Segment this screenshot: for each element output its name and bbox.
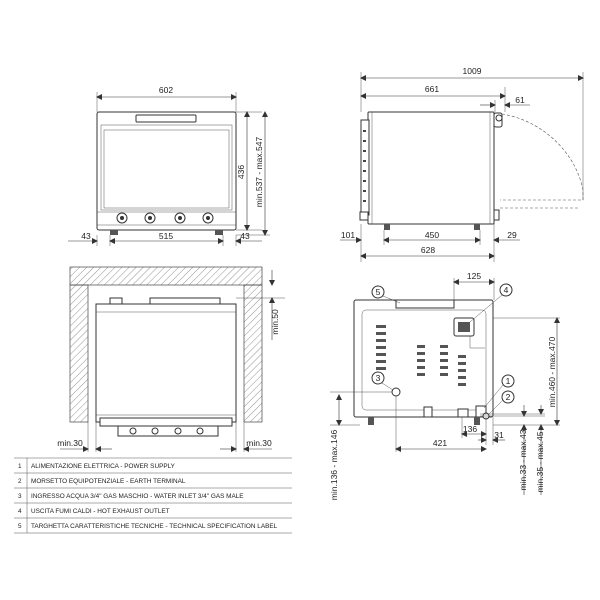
- dim-side-back: 101: [341, 230, 355, 240]
- svg-text:2: 2: [18, 478, 22, 485]
- dim-niche-left: min.30: [57, 438, 83, 448]
- bottom-connector: [423, 406, 433, 418]
- svg-text:MORSETTO EQUIPOTENZIALE - EART: MORSETTO EQUIPOTENZIALE - EARTH TERMINAL: [31, 478, 186, 485]
- dim-back-right-height: min.460 - max.470: [547, 337, 557, 408]
- dim-back-bottom-136: 136: [463, 424, 477, 434]
- svg-text:3: 3: [18, 493, 22, 500]
- svg-text:1: 1: [506, 376, 511, 386]
- door-handle: [135, 114, 197, 123]
- svg-text:5: 5: [376, 287, 381, 297]
- svg-text:INGRESSO ACQUA 3/4" GAS MASCHI: INGRESSO ACQUA 3/4" GAS MASCHIO - WATER …: [31, 493, 244, 500]
- dim-back-feet-a: min.33 - max.43: [518, 429, 528, 490]
- dim-side-handle: 61: [515, 95, 525, 105]
- svg-text:2: 2: [506, 392, 511, 402]
- svg-text:4: 4: [504, 285, 509, 295]
- niche-control-panel: [117, 425, 219, 437]
- oven-side-body: [367, 111, 495, 225]
- dim-front-inner: 515: [159, 231, 173, 241]
- dim-back-bottom-31: 31: [494, 430, 504, 440]
- svg-text:1: 1: [18, 463, 22, 470]
- side-view: 1009 661 61: [340, 66, 584, 262]
- callout-5: 5: [371, 285, 401, 304]
- svg-text:3: 3: [376, 373, 381, 383]
- legend-row: 3 INGRESSO ACQUA 3/4" GAS MASCHIO - WATE…: [18, 493, 244, 500]
- svg-text:5: 5: [18, 523, 22, 530]
- dim-back-feet-b: min.35 - max.45: [535, 431, 545, 492]
- dim-front-side-left: 43: [81, 231, 91, 241]
- callout-3: 3: [371, 371, 394, 391]
- legend-row: 2 MORSETTO EQUIPOTENZIALE - EARTH TERMIN…: [18, 478, 186, 485]
- dim-back-label-pos: 125: [467, 271, 481, 281]
- dim-side-overall: 628: [421, 245, 435, 255]
- svg-text:ALIMENTAZIONE ELETTRICA - POWE: ALIMENTAZIONE ELETTRICA - POWER SUPPLY: [31, 463, 176, 470]
- control-knobs: [116, 212, 214, 224]
- back-view: 125 5 4 3 1 2 min.4: [329, 271, 560, 500]
- front-view: 602 436 min.537 - max.547: [68, 85, 270, 246]
- oven-front-body: [96, 111, 237, 231]
- legend-row: 5 TARGHETTA CARATTERISTICHE TECNICHE - T…: [18, 523, 278, 530]
- dim-front-height: 436: [236, 165, 246, 179]
- callout-4: 4: [469, 283, 513, 323]
- legend-row: 1 ALIMENTAZIONE ELETTRICA - POWER SUPPLY: [18, 463, 176, 470]
- niche-wall-top: [69, 266, 263, 286]
- back-vents-left: [376, 325, 466, 386]
- svg-text:USCITA FUMI CALDI - HOT EXHAUS: USCITA FUMI CALDI - HOT EXHAUST OUTLET: [31, 508, 170, 515]
- water-inlet: [391, 387, 401, 397]
- dim-front-side-right: 43: [240, 231, 250, 241]
- dim-back-bottom-421: 421: [433, 438, 447, 448]
- dim-niche-top: min.50: [270, 309, 280, 335]
- dim-front-width: 602: [159, 85, 173, 95]
- dim-side-depth: 661: [425, 84, 439, 94]
- dim-front-height-feet: min.537 - max.547: [254, 137, 264, 208]
- dim-side-feet: 450: [425, 230, 439, 240]
- power-supply: [475, 405, 487, 418]
- svg-text:TARGHETTA CARATTERISTICHE TECN: TARGHETTA CARATTERISTICHE TECNICHE - TEC…: [31, 523, 278, 530]
- legend-row: 4 USCITA FUMI CALDI - HOT EXHAUST OUTLET: [18, 508, 170, 515]
- callout-1: 1: [483, 374, 515, 409]
- dim-niche-right: min.30: [246, 438, 272, 448]
- dim-side-front: 29: [507, 230, 517, 240]
- dim-side-total: 1009: [463, 66, 482, 76]
- niche-oven-body: [95, 303, 237, 423]
- spec-label: [395, 299, 455, 309]
- callout-2: 2: [488, 390, 515, 415]
- legend-table: 1 ALIMENTAZIONE ELETTRICA - POWER SUPPLY…: [14, 457, 292, 534]
- svg-text:4: 4: [18, 508, 22, 515]
- niche-wall-right: [243, 284, 263, 423]
- niche-wall-left: [69, 284, 89, 423]
- dim-back-left-height: min.136 - max.146: [329, 430, 339, 501]
- niche-view: min.50 min.30 min.30: [57, 266, 285, 452]
